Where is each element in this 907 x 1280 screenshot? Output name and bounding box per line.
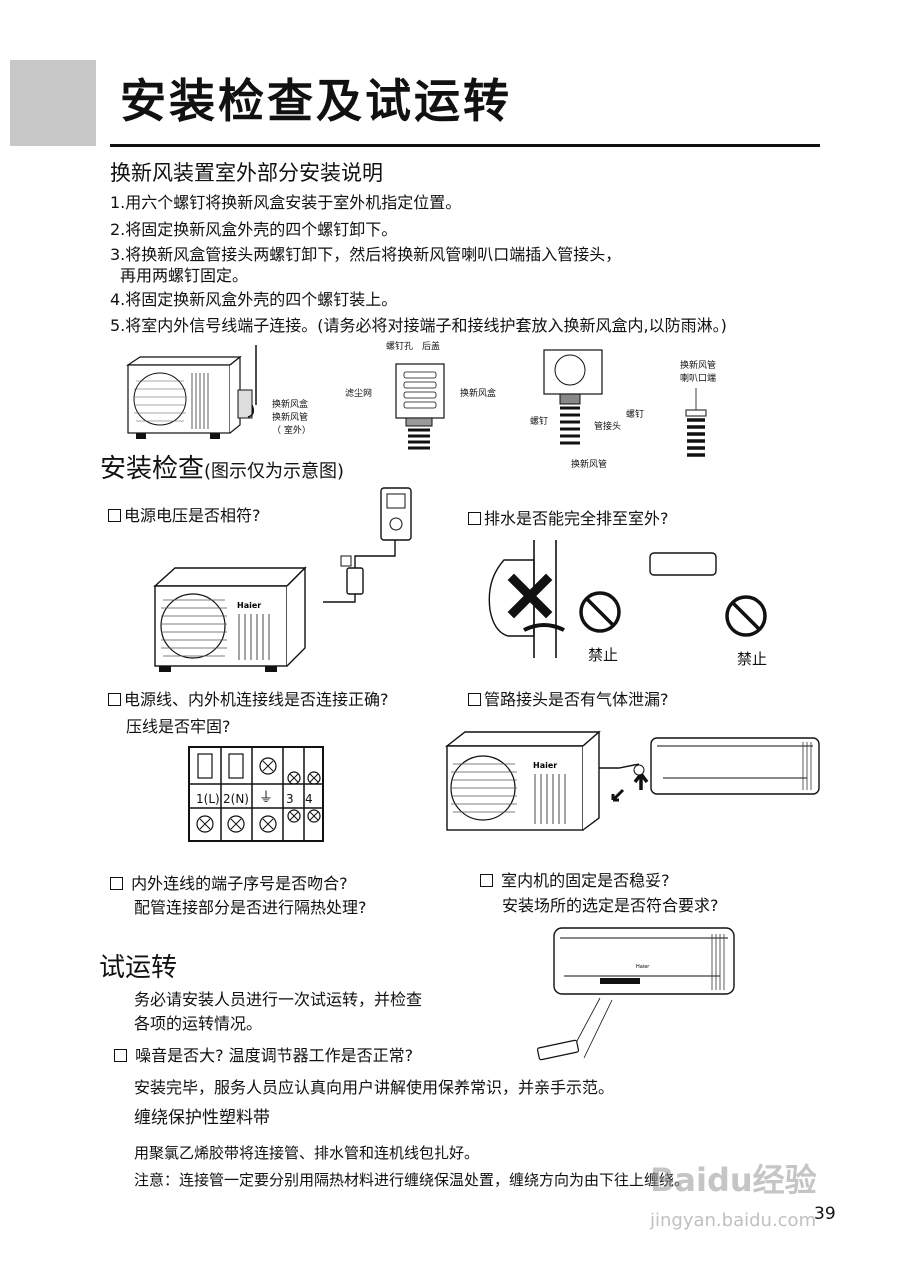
trial-intro-2: 各项的运转情况。 xyxy=(134,1014,263,1033)
check-voltage: 电源电压是否相符? xyxy=(108,508,261,524)
terminal-2N: 2(N) xyxy=(223,792,249,806)
check-terminal-2: 配管连接部分是否进行隔热处理? xyxy=(134,898,367,917)
label-box: 换新风盒 xyxy=(272,400,309,410)
checkbox-wiring[interactable] xyxy=(108,693,121,706)
label-box-2: 换新风盒 xyxy=(460,389,497,399)
label-dust-net: 滤尘网 xyxy=(345,389,373,399)
check-heading-text: 安装检查 xyxy=(100,454,205,484)
indoor-unit-remote-figure: Haier xyxy=(536,927,735,1061)
trial-after: 安装完毕，服务人员应认真向用户讲解使用保养常识，并亲手示范。 xyxy=(134,1078,615,1097)
label-screw-hole: 螺钉孔 xyxy=(386,342,414,352)
step-4: 4.将固定换新风盒外壳的四个螺钉装上。 xyxy=(110,290,398,309)
step-3: 3.将换新风盒管接头两螺钉卸下，然后将换新风管喇叭口端插入管接头， xyxy=(110,245,622,264)
voltage-figure: Haier xyxy=(153,487,412,672)
label-pipe-2: 换新风管 xyxy=(571,460,608,470)
brand-logo-2: Haier xyxy=(533,761,557,770)
check-fixing-2: 安装场所的选定是否符合要求? xyxy=(502,896,719,915)
pipe-joint-figure xyxy=(543,349,603,445)
step-2: 2.将固定换新风盒外壳的四个螺钉卸下。 xyxy=(110,220,398,239)
check-drain: 排水是否能完全排至室外? xyxy=(468,511,669,527)
label-pipe: 换新风管 xyxy=(272,413,309,423)
brand-logo-3: Haier xyxy=(636,964,650,970)
checkbox-drain[interactable] xyxy=(468,512,481,525)
page-title: 安装检查及试运转 xyxy=(120,74,512,128)
title-rule xyxy=(110,144,820,147)
wrap-line-1: 用聚氯乙烯胶带将连接管、排水管和连机线包扎好。 xyxy=(134,1144,480,1162)
label-flare-2: 喇叭口端 xyxy=(680,374,717,384)
terminal-1L: 1(L) xyxy=(196,792,220,806)
wrap-line-2: 注意：连接管一定要分别用隔热材料进行缠绕保温处置，缠绕方向为由下往上缠绕。 xyxy=(134,1171,690,1189)
check-wiring: 电源线、内外机连接线是否连接正确? xyxy=(108,692,389,708)
brand-logo-1: Haier xyxy=(237,601,261,610)
check-terminal: 内外连线的端子序号是否吻合? xyxy=(110,876,348,892)
fresh-air-heading: 换新风装置室外部分安装说明 xyxy=(110,161,383,185)
checkbox-fixing[interactable] xyxy=(480,874,493,887)
step-5: 5.将室内外信号线端子连接。(请务必将对接端子和接线护套放入换新风盒内,以防雨淋… xyxy=(110,316,727,335)
checkbox-terminal[interactable] xyxy=(110,877,123,890)
fresh-air-box-figure xyxy=(395,363,445,450)
trial-intro-1: 务必请安装人员进行一次试运转，并检查 xyxy=(134,990,423,1009)
checkbox-voltage[interactable] xyxy=(108,509,121,522)
check-heading-note: (图示仅为示意图) xyxy=(204,461,345,482)
wrap-heading: 缠绕保护性塑料带 xyxy=(134,1108,270,1128)
fresh-air-outdoor-figure xyxy=(126,345,257,439)
drain-figure xyxy=(488,540,767,658)
check-noise: 噪音是否大? 温度调节器工作是否正常? xyxy=(114,1048,413,1064)
label-screw-right: 螺钉 xyxy=(626,410,645,420)
check-voltage-label: 电源电压是否相符? xyxy=(124,506,261,525)
watermark-url: jingyan.baidu.com xyxy=(650,1210,817,1231)
checkbox-noise[interactable] xyxy=(114,1049,127,1062)
step-1: 1.用六个螺钉将换新风盒安装于室外机指定位置。 xyxy=(110,193,462,212)
terminal-4: 4 xyxy=(305,792,313,806)
check-fixing: 室内机的固定是否稳妥? xyxy=(480,873,670,889)
terminal-ground: ⏚ xyxy=(259,790,273,806)
check-wiring-label: 电源线、内外机连接线是否连接正确? xyxy=(124,690,389,709)
terminal-block-figure xyxy=(188,746,324,842)
label-screw-left: 螺钉 xyxy=(530,417,549,427)
label-outdoor: （ 室外） xyxy=(272,426,311,436)
forbid-label-2: 禁止 xyxy=(737,650,768,668)
chapter-tab xyxy=(10,60,96,146)
check-drain-label: 排水是否能完全排至室外? xyxy=(484,509,669,528)
page-number: 39 xyxy=(814,1204,836,1224)
check-heading: 安装检查(图示仅为示意图) xyxy=(100,456,344,482)
leak-figure: Haier xyxy=(444,730,820,831)
check-leak: 管路接头是否有气体泄漏? xyxy=(468,692,669,708)
check-noise-label: 噪音是否大? 温度调节器工作是否正常? xyxy=(135,1046,414,1065)
watermark-logo: Baidu经验 xyxy=(650,1161,817,1199)
flared-pipe-figure xyxy=(685,388,707,457)
forbid-label-1: 禁止 xyxy=(588,646,619,664)
label-pipe-joint: 管接头 xyxy=(594,422,622,432)
check-terminal-label: 内外连线的端子序号是否吻合? xyxy=(131,874,348,893)
terminal-3: 3 xyxy=(286,792,294,806)
check-leak-label: 管路接头是否有气体泄漏? xyxy=(484,690,669,709)
check-wiring-2: 压线是否牢固? xyxy=(126,717,231,736)
checkbox-leak[interactable] xyxy=(468,693,481,706)
label-back-cover: 后盖 xyxy=(422,342,441,352)
step-3-cont: 再用两螺钉固定。 xyxy=(120,266,249,285)
label-flare-1: 换新风管 xyxy=(680,361,717,371)
trial-heading: 试运转 xyxy=(99,953,178,983)
check-fixing-label: 室内机的固定是否稳妥? xyxy=(501,871,670,890)
